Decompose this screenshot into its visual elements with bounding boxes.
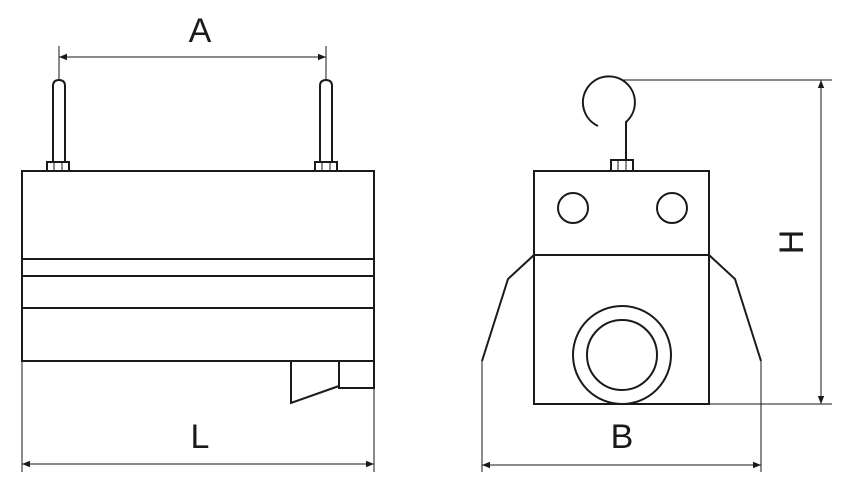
front-view [481,75,762,405]
dimension-l-label: L [191,418,210,456]
side-view [21,78,375,405]
dimension-a-label: A [189,12,212,50]
side-view-body [21,170,375,362]
side-view-outlet [290,361,375,405]
hook-icon [581,75,636,172]
dimension-b: B [481,361,762,472]
front-view-hole-right [656,192,688,224]
side-view-rod-right [314,78,338,172]
dimension-h-label: H [773,230,811,255]
dimension-b-label: B [611,418,634,456]
side-view-rod-left [46,78,70,172]
front-view-lower-box [533,254,710,405]
front-view-outlet-inner [586,319,658,391]
front-view-outlet-outer [572,305,672,405]
dimension-l: L [21,361,375,472]
front-view-flange-left [481,254,535,362]
front-view-upper-box [533,170,710,256]
front-view-flange-right [708,254,762,362]
dimension-h: H [622,79,832,405]
dimension-a: A [58,12,327,80]
front-view-hole-left [557,192,589,224]
